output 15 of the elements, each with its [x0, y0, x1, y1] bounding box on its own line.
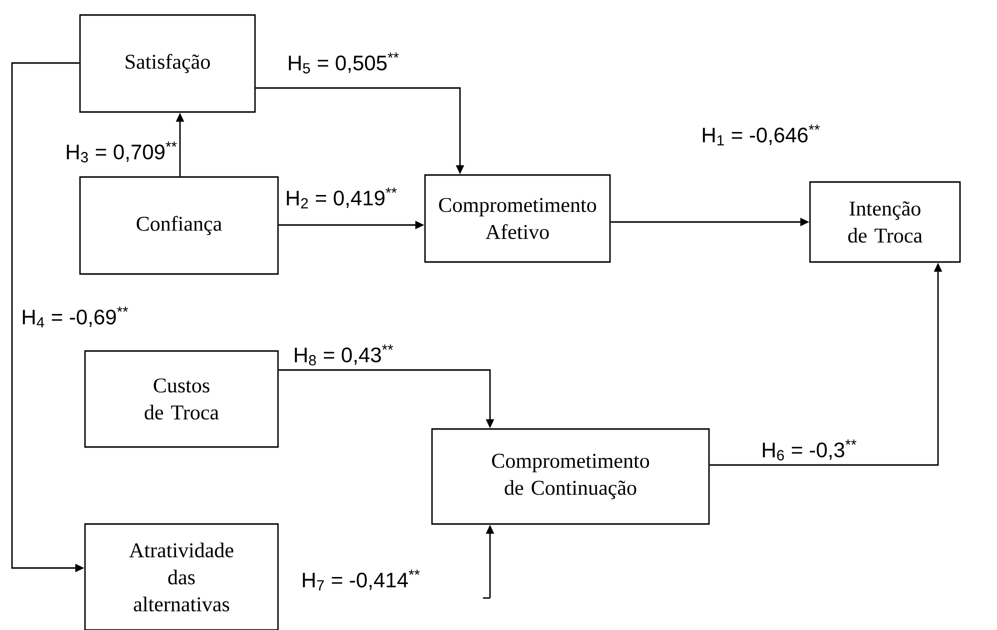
concept-box: Confiança	[79, 176, 279, 275]
concept-box: Comprometimento de Continuação	[431, 428, 710, 525]
concept-box: Comprometimento Afetivo	[424, 174, 611, 263]
concept-box: Intenção de Troca	[809, 181, 961, 263]
edge-label: H$_{5}$ = 0,505$^{**}$	[288, 52, 399, 74]
concept-box: Custos de Troca	[84, 350, 279, 448]
concept-box: Satisfação	[79, 14, 256, 113]
edge-label: H$_{1}$ = -0,646$^{**}$	[702, 124, 820, 146]
edge-label: H$_{8}$ = 0,43$^{**}$	[294, 344, 394, 366]
concept-box: Atratividade das alternativas	[84, 523, 279, 630]
edge-label: H$_{3}$ = 0,709$^{**}$	[66, 142, 177, 162]
edge-label: H$_{2}$ = 0,419$^{**}$	[286, 188, 397, 208]
edge-label: H$_{6}$ = -0,3$^{**}$	[762, 440, 856, 460]
edge-label: H$_{4}$ = -0,69$^{**}$	[22, 306, 128, 328]
edge-label: H$_{7}$ = -0,414$^{**}$	[302, 570, 420, 590]
